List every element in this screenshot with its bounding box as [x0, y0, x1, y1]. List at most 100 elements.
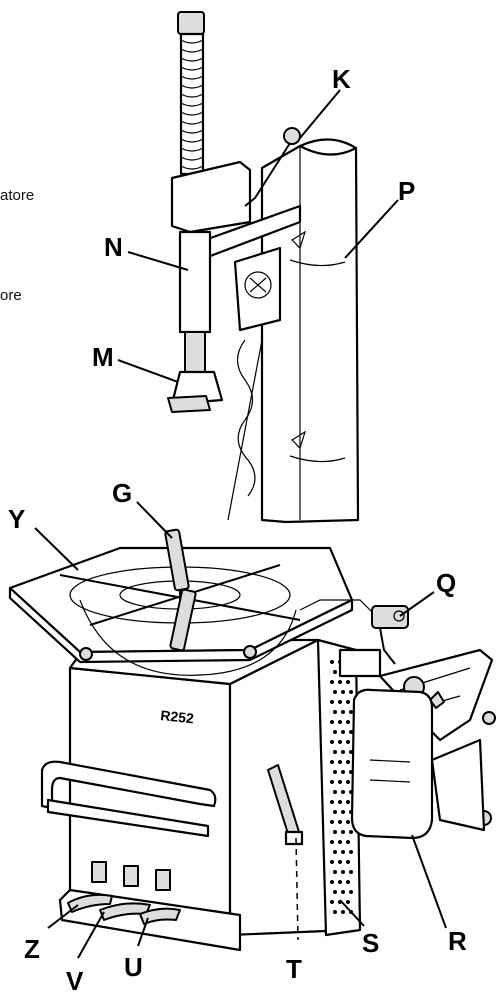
label-y: Y — [8, 504, 25, 534]
panel-hole — [338, 800, 342, 804]
panel-hole — [330, 820, 334, 824]
panel-hole — [349, 750, 353, 754]
panel-hole — [333, 770, 337, 774]
panel-hole — [333, 910, 337, 914]
panel-hole — [333, 810, 337, 814]
panel-hole — [341, 890, 345, 894]
panel-hole — [338, 720, 342, 724]
thread-groove — [180, 84, 204, 89]
left-text-fragment-1: atore — [0, 187, 34, 204]
thread-groove — [180, 147, 204, 152]
panel-hole — [333, 890, 337, 894]
panel-hole — [346, 780, 350, 784]
panel-hole — [349, 850, 353, 854]
label-n: N — [104, 232, 123, 262]
panel-hole — [346, 680, 350, 684]
panel-hole — [346, 760, 350, 764]
leader-lines — [34, 89, 447, 959]
panel-hole — [338, 860, 342, 864]
panel-hole — [341, 830, 345, 834]
label-g: G — [112, 478, 132, 508]
panel-hole — [333, 790, 337, 794]
label-p: P — [398, 176, 415, 206]
panel-hole — [338, 780, 342, 784]
label-r: R — [448, 926, 467, 956]
thread-groove — [180, 93, 204, 98]
panel-hole — [349, 730, 353, 734]
panel-hole — [333, 750, 337, 754]
panel-hole — [330, 780, 334, 784]
label-u: U — [124, 952, 143, 982]
panel-hole — [346, 860, 350, 864]
panel-hole — [338, 680, 342, 684]
panel-hole — [338, 880, 342, 884]
part-labels: K P N M G Y Q R Z V U T S — [8, 64, 467, 996]
thread-groove — [180, 39, 204, 44]
panel-hole — [341, 770, 345, 774]
panel-hole — [346, 740, 350, 744]
panel-hole — [346, 820, 350, 824]
panel-hole — [330, 860, 334, 864]
left-text-fragment-2: ore — [0, 287, 22, 304]
label-s: S — [362, 928, 379, 958]
model-plate: R252 — [160, 707, 195, 726]
panel-hole — [330, 800, 334, 804]
panel-hole — [341, 690, 345, 694]
panel-hole — [341, 810, 345, 814]
thread-groove — [180, 120, 204, 125]
panel-hole — [346, 720, 350, 724]
panel-hole — [330, 700, 334, 704]
label-m: M — [92, 342, 114, 372]
panel-hole — [346, 800, 350, 804]
panel-hole — [330, 840, 334, 844]
bead-breaker — [350, 648, 496, 840]
lever-k — [244, 127, 301, 207]
column-tower — [260, 138, 360, 524]
thread-groove — [180, 57, 204, 62]
panel-hole — [346, 880, 350, 884]
panel-hole — [346, 840, 350, 844]
panel-hole — [341, 710, 345, 714]
clamp-jaws-g — [164, 528, 197, 652]
panel-hole — [333, 690, 337, 694]
panel-hole — [341, 850, 345, 854]
panel-hole — [349, 870, 353, 874]
air-hose-upper — [227, 339, 263, 521]
thread-groove — [180, 156, 204, 161]
panel-hole — [349, 710, 353, 714]
panel-hole — [341, 730, 345, 734]
thread-groove — [180, 66, 204, 71]
label-z: Z — [24, 934, 40, 964]
label-t: T — [286, 954, 302, 984]
panel-hole — [349, 690, 353, 694]
panel-hole — [346, 700, 350, 704]
pedals — [67, 893, 181, 925]
panel-hole — [349, 830, 353, 834]
thread-groove — [180, 138, 204, 143]
panel-hole — [333, 850, 337, 854]
inflator-q — [338, 605, 409, 678]
thread-groove — [180, 111, 204, 116]
panel-hole — [333, 870, 337, 874]
panel-hole — [341, 750, 345, 754]
panel-hole — [330, 680, 334, 684]
thread-groove — [180, 165, 204, 170]
thread-groove — [180, 129, 204, 134]
panel-hole — [330, 660, 334, 664]
label-q: Q — [436, 568, 456, 598]
panel-hole — [341, 910, 345, 914]
panel-hole — [341, 870, 345, 874]
panel-hole — [338, 700, 342, 704]
label-v: V — [66, 966, 84, 996]
label-k: K — [332, 64, 351, 94]
tool-arm — [203, 204, 302, 497]
panel-hole — [346, 900, 350, 904]
panel-hole — [333, 730, 337, 734]
panel-hole — [330, 900, 334, 904]
thread-groove — [180, 48, 204, 53]
panel-hole — [333, 830, 337, 834]
panel-hole — [330, 740, 334, 744]
lever-t — [267, 764, 304, 846]
thread-groove — [180, 102, 204, 107]
